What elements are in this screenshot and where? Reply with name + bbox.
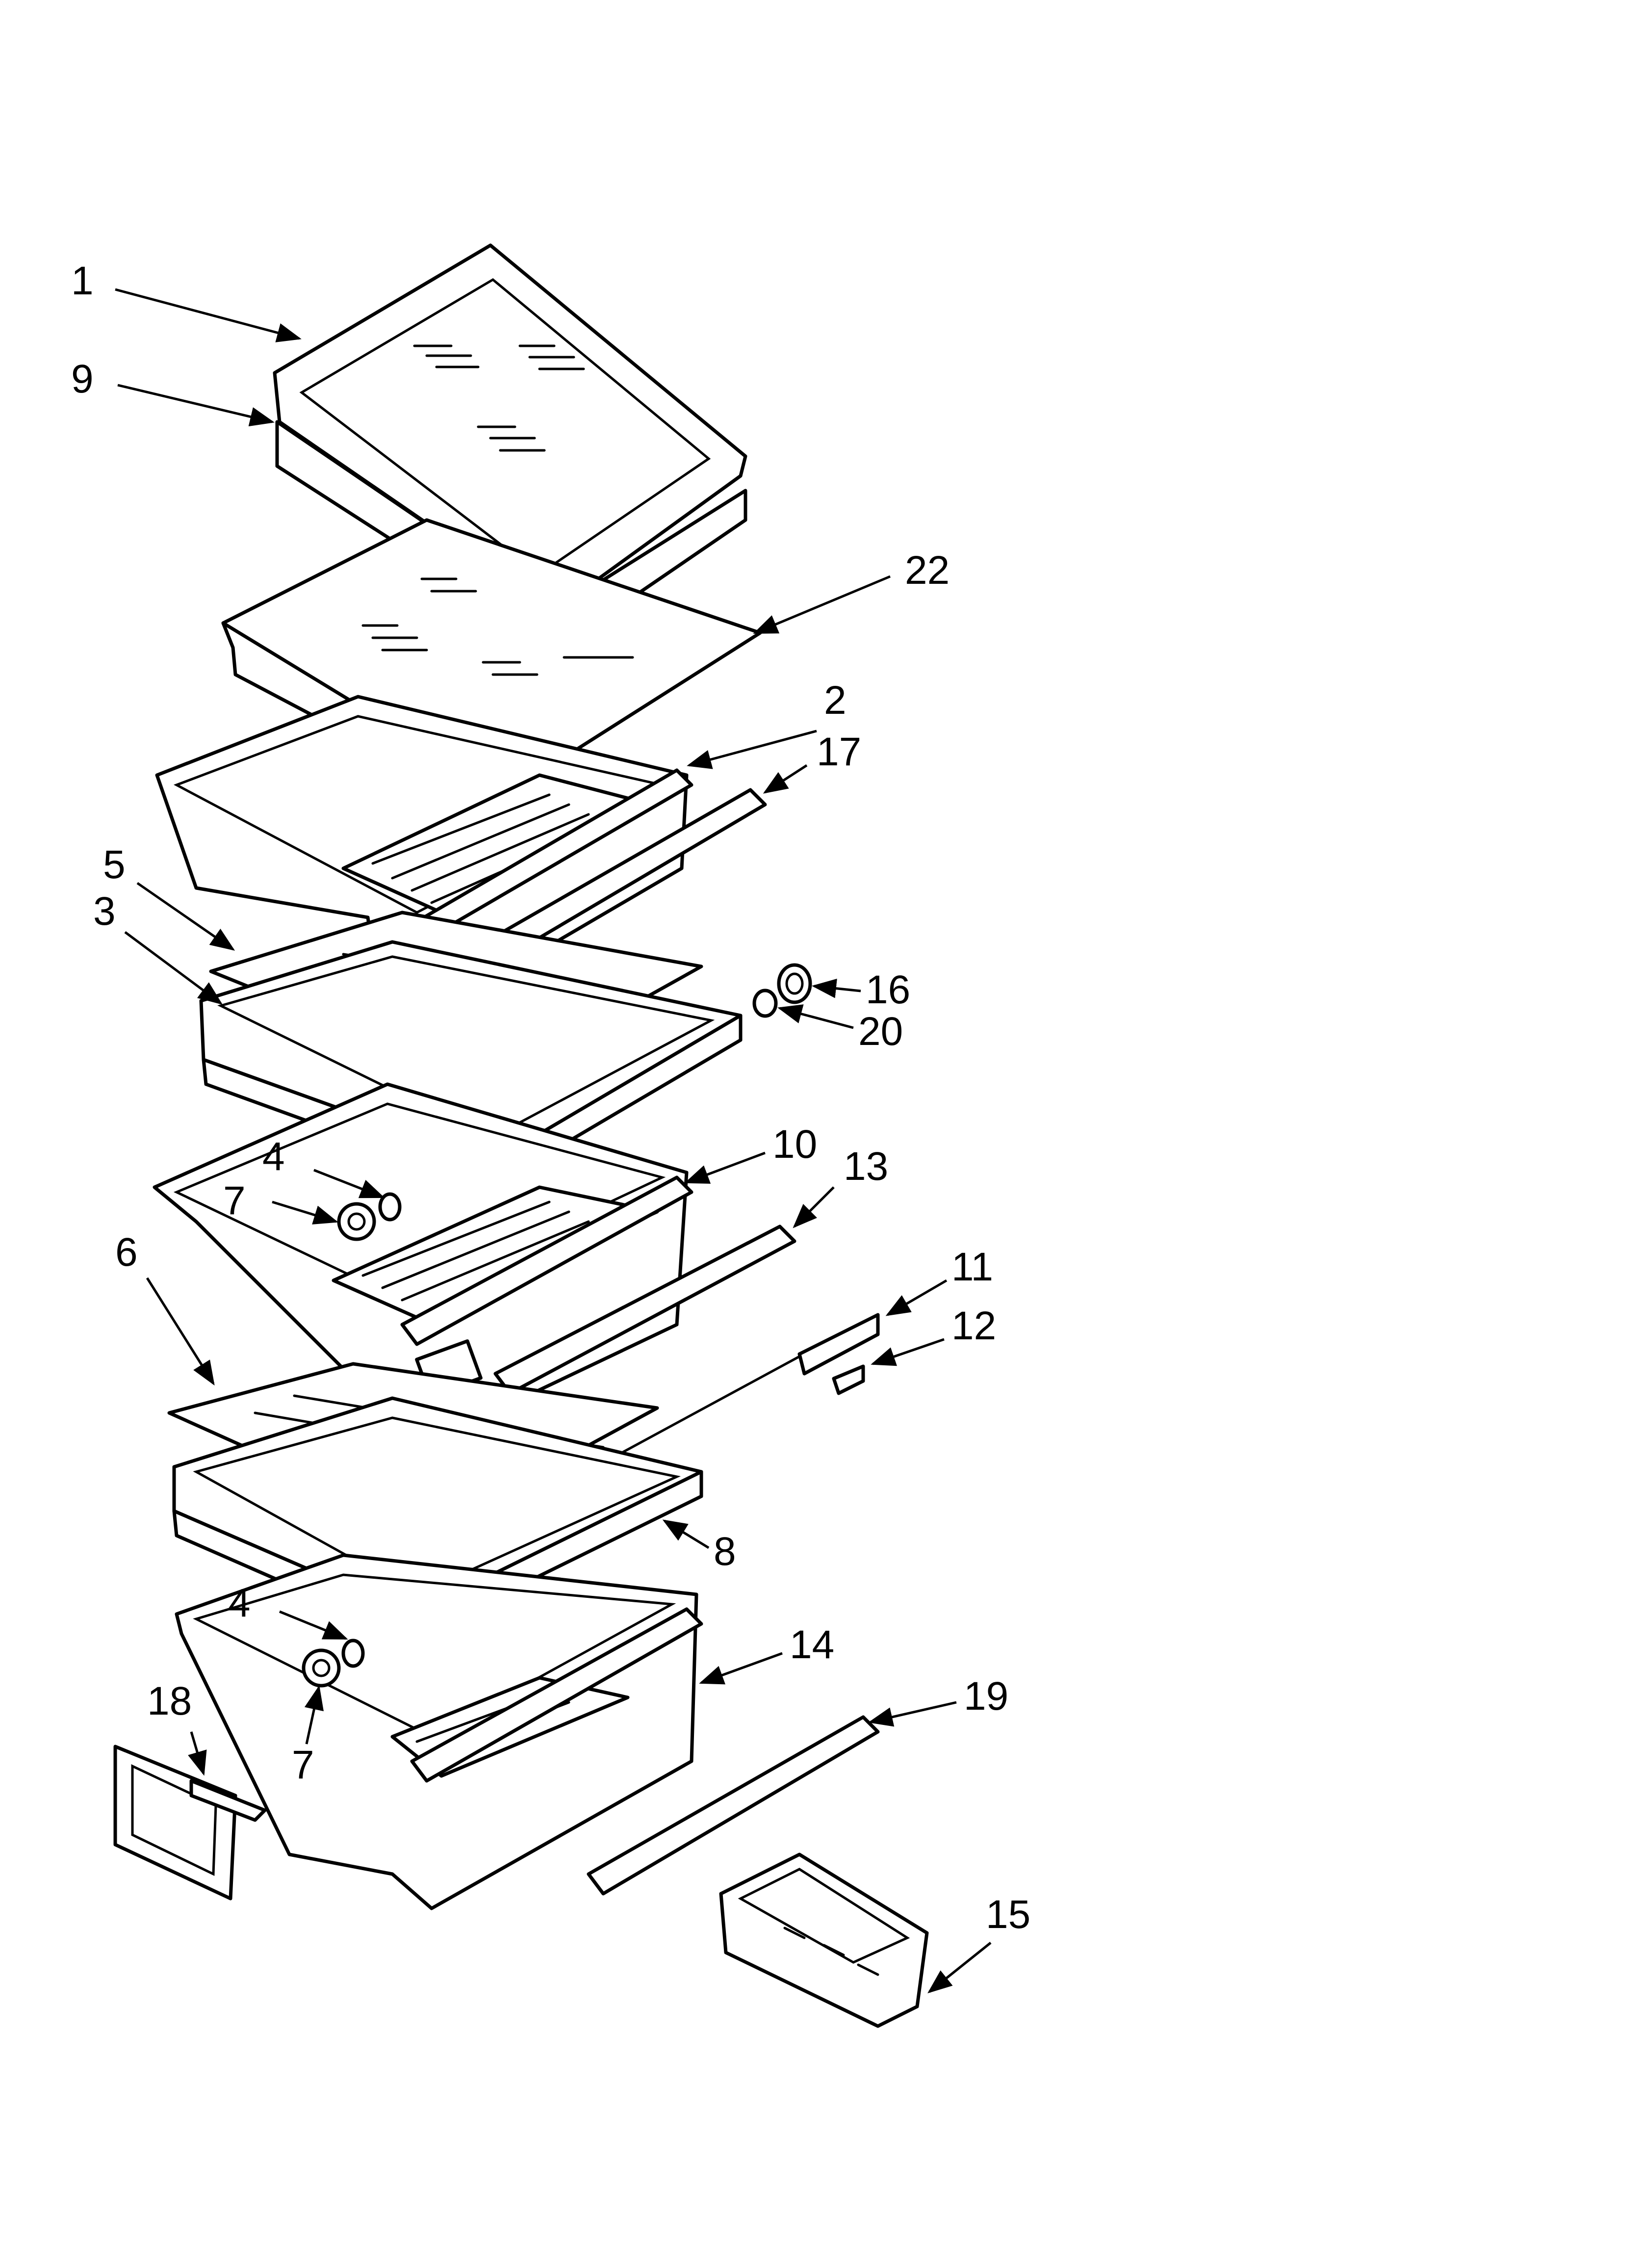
part-20-nut — [752, 989, 778, 1018]
callout-14: 14 — [699, 1622, 834, 1685]
svg-text:4: 4 — [262, 1134, 285, 1179]
svg-text:1: 1 — [71, 259, 94, 303]
callout-6: 6 — [115, 1230, 215, 1386]
svg-text:17: 17 — [817, 730, 861, 774]
callout-13: 13 — [793, 1144, 888, 1228]
svg-text:20: 20 — [858, 1009, 903, 1054]
callout-17: 17 — [763, 730, 861, 794]
callout-12: 12 — [871, 1303, 996, 1366]
svg-text:11: 11 — [951, 1245, 993, 1289]
callout-8: 8 — [662, 1519, 736, 1574]
svg-text:16: 16 — [866, 967, 910, 1012]
svg-text:14: 14 — [790, 1622, 834, 1667]
svg-text:2: 2 — [824, 678, 847, 723]
part-14-lower-crisper-drawer — [175, 1553, 703, 1910]
callout-5: 5 — [103, 842, 235, 951]
svg-text:13: 13 — [844, 1144, 888, 1189]
callout-7-lower: 7 — [292, 1685, 324, 1787]
part-3-shelf-frame — [199, 940, 743, 1189]
callout-19: 19 — [868, 1674, 1008, 1727]
svg-text:22: 22 — [905, 548, 949, 593]
svg-text:8: 8 — [714, 1529, 736, 1574]
callout-11: 11 — [885, 1245, 993, 1316]
svg-text:9: 9 — [71, 357, 94, 401]
part-15-storage-bin — [719, 1852, 929, 2028]
callout-22: 22 — [753, 548, 949, 634]
shelf-hatch-marks-top — [413, 344, 585, 452]
callout-4-lower: 4 — [228, 1581, 348, 1640]
callout-1: 1 — [71, 259, 302, 342]
svg-text:12: 12 — [951, 1303, 996, 1348]
svg-text:18: 18 — [147, 1679, 192, 1723]
part-19-drawer-handle-trim — [587, 1715, 880, 1896]
callout-3: 3 — [93, 889, 223, 1005]
svg-text:7: 7 — [292, 1743, 314, 1787]
callout-18: 18 — [147, 1679, 207, 1776]
callout-7-upper: 7 — [223, 1178, 338, 1225]
callout-16: 16 — [812, 967, 910, 1012]
svg-text:6: 6 — [115, 1230, 138, 1275]
svg-text:15: 15 — [986, 1892, 1030, 1937]
svg-text:4: 4 — [228, 1581, 251, 1625]
callout-4-upper: 4 — [262, 1134, 385, 1199]
svg-text:3: 3 — [93, 889, 116, 934]
svg-text:10: 10 — [772, 1122, 817, 1167]
callout-20: 20 — [777, 1004, 903, 1054]
callout-2: 2 — [687, 678, 847, 769]
callout-15: 15 — [927, 1892, 1030, 1994]
callout-10: 10 — [684, 1122, 817, 1184]
part-12-control-slide — [622, 1355, 865, 1454]
part-18-label-holder — [113, 1745, 267, 1901]
svg-text:19: 19 — [964, 1674, 1008, 1719]
svg-text:5: 5 — [103, 842, 126, 887]
part-11-control-housing — [797, 1313, 880, 1376]
svg-text:7: 7 — [223, 1178, 246, 1223]
part-16-roller-wheel — [777, 963, 812, 1004]
callout-9: 9 — [71, 357, 275, 427]
